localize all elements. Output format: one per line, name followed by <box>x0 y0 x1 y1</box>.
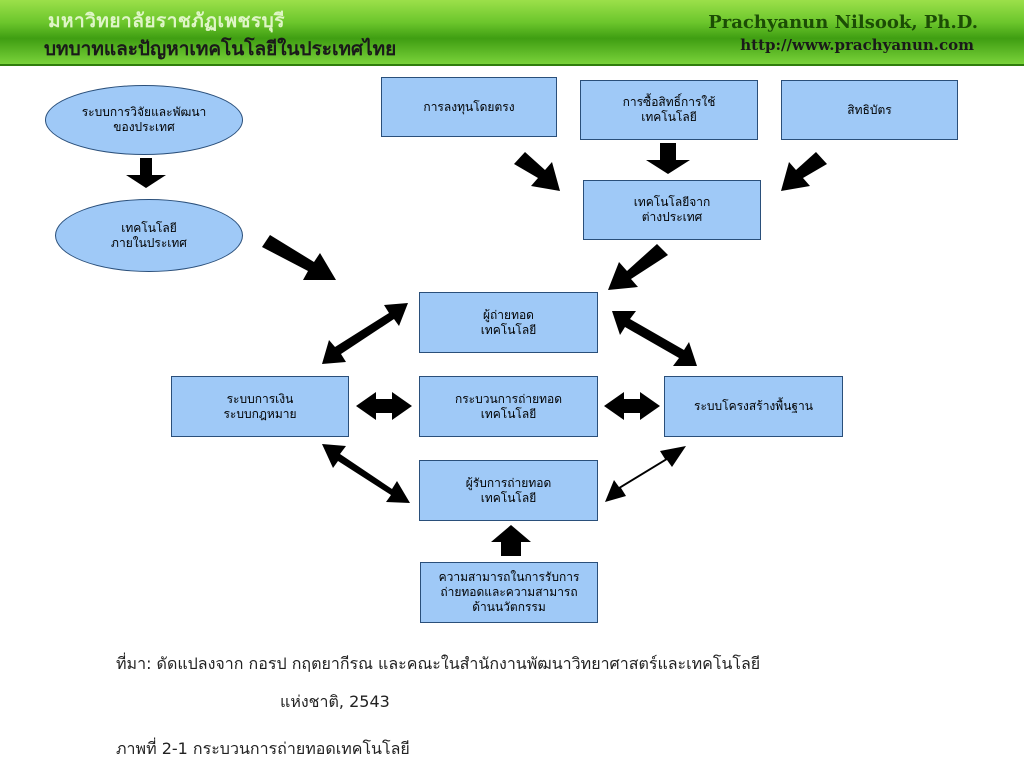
arrow-infrastructure-receiver <box>605 446 686 502</box>
author-name: Prachyanun Nilsook, Ph.D. <box>708 12 978 33</box>
arrow-foreign-to-transferor <box>608 244 668 290</box>
arrow-finance-receiver <box>322 444 410 503</box>
arrow-license-to-foreign <box>646 143 690 174</box>
node-patent: สิทธิบัตร <box>781 80 958 140</box>
course-title: บทบาทและปัญหาเทคโนโลยีในประเทศไทย <box>44 38 397 60</box>
arrow-finance-transferor <box>322 303 408 364</box>
arrow-patent-to-foreign <box>781 152 827 191</box>
figure-caption: ภาพที่ 2-1 กระบวนการถ่ายทอดเทคโนโลยี <box>116 739 410 758</box>
node-domestic-technology: เทคโนโลยี ภายในประเทศ <box>55 199 243 272</box>
arrow-finance-process <box>356 392 412 420</box>
arrow-process-infrastructure <box>604 392 660 420</box>
node-foreign-technology: เทคโนโลยีจาก ต่างประเทศ <box>583 180 761 240</box>
university-name: มหาวิทยาลัยราชภัฏเพชรบุรี <box>48 10 285 32</box>
node-transfer-process: กระบวนการถ่ายทอด เทคโนโลยี <box>419 376 598 437</box>
arrow-investment-to-foreign <box>514 152 560 191</box>
node-finance-law-system: ระบบการเงิน ระบบกฎหมาย <box>171 376 349 437</box>
node-direct-investment: การลงทุนโดยตรง <box>381 77 557 137</box>
source-citation-line1: ที่มา: ดัดแปลงจาก กอรป กฤตยากีรณ และคณะใ… <box>116 654 761 673</box>
arrow-domestic-to-transferor <box>262 235 336 280</box>
node-absorption-capability: ความสามารถในการรับการ ถ่ายทอดและความสามา… <box>420 562 598 623</box>
node-national-rnd: ระบบการวิจัยและพัฒนา ของประเทศ <box>45 85 243 155</box>
node-technology-transferor: ผู้ถ่ายทอด เทคโนโลยี <box>419 292 598 353</box>
source-citation-line2: แห่งชาติ, 2543 <box>280 692 390 711</box>
node-technology-license: การซื้อสิทธิ์การใช้ เทคโนโลยี <box>580 80 758 140</box>
arrow-capability-to-receiver <box>491 525 531 556</box>
arrow-transferor-infrastructure <box>612 311 697 366</box>
node-infrastructure: ระบบโครงสร้างพื้นฐาน <box>664 376 843 437</box>
arrow-rnd-to-domestic <box>126 158 166 188</box>
header-banner: มหาวิทยาลัยราชภัฏเพชรบุรี บทบาทและปัญหาเ… <box>0 0 1024 66</box>
node-technology-receiver: ผู้รับการถ่ายทอด เทคโนโลยี <box>419 460 598 521</box>
website-link[interactable]: http://www.prachyanun.com <box>740 36 974 54</box>
